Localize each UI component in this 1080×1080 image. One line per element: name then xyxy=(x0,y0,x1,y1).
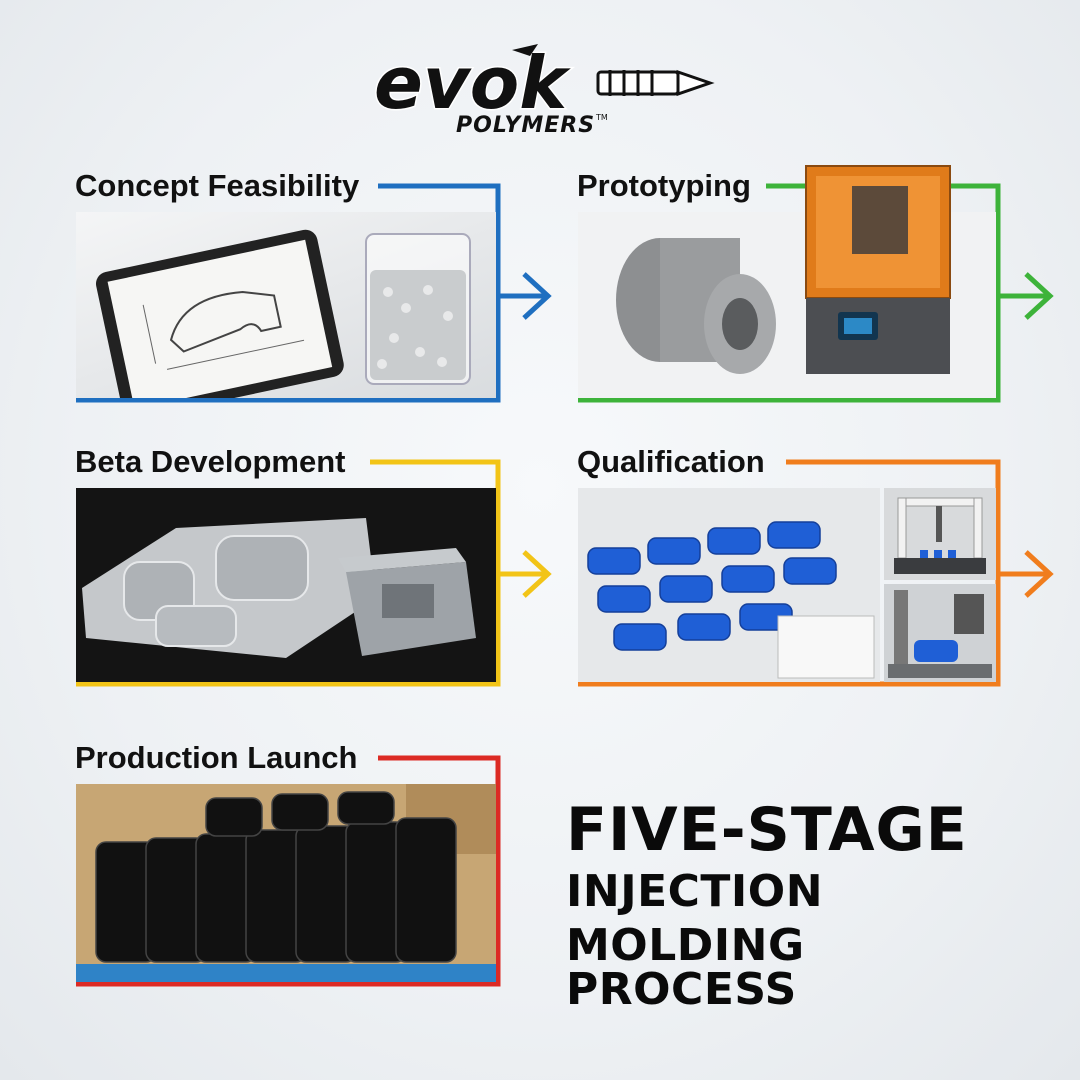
headline-line-1: FIVE-STAGE xyxy=(566,795,968,865)
qualification-parts-photo xyxy=(578,488,880,682)
stage-title: Prototyping xyxy=(577,168,751,203)
test-fixture-illustration xyxy=(888,590,992,678)
black-parts-pallet-illustration xyxy=(76,784,496,982)
headline-line-3: MOLDING PROCESS xyxy=(566,920,805,1015)
arrow-right-icon xyxy=(522,272,552,320)
stage-title: Beta Development xyxy=(75,444,346,479)
printed-part-illustration xyxy=(616,238,776,374)
logo-trademark: TM xyxy=(595,113,608,122)
stage-frame xyxy=(578,459,1054,687)
beaker-pellets-illustration xyxy=(365,233,471,385)
stage-frame xyxy=(76,459,552,687)
logo-umlaut-icon xyxy=(512,44,538,56)
stage-title: Qualification xyxy=(577,444,765,479)
tablet-sketch-illustration xyxy=(95,229,471,398)
evok-polymers-logo: evok POLYMERS TM xyxy=(373,40,715,138)
logo-wordmark: evok xyxy=(374,41,571,125)
concept-photo xyxy=(76,212,496,398)
arrow-right-icon xyxy=(1024,550,1054,598)
logo-subtitle: POLYMERS xyxy=(456,113,595,138)
production-photo xyxy=(76,784,496,982)
3d-printer-illustration xyxy=(805,165,951,374)
stage-frame xyxy=(76,183,552,403)
headline: FIVE-STAGE INJECTION MOLDING PROCESS xyxy=(566,800,1046,1012)
cmm-machine-photo xyxy=(884,488,996,580)
cmm-machine-illustration xyxy=(894,497,986,574)
arrow-right-icon xyxy=(1024,272,1054,320)
beta-photo xyxy=(76,488,496,682)
headline-line-2: INJECTION xyxy=(566,866,824,917)
test-fixture-photo xyxy=(884,584,996,682)
arrow-right-icon xyxy=(522,550,552,598)
aluminum-mold-illustration xyxy=(82,518,476,658)
blue-parts-illustration xyxy=(587,521,875,679)
injection-screw-icon xyxy=(596,69,715,97)
stage-frame xyxy=(76,755,501,987)
stage-title: Concept Feasibility xyxy=(75,168,360,203)
stage-title: Production Launch xyxy=(75,740,358,775)
